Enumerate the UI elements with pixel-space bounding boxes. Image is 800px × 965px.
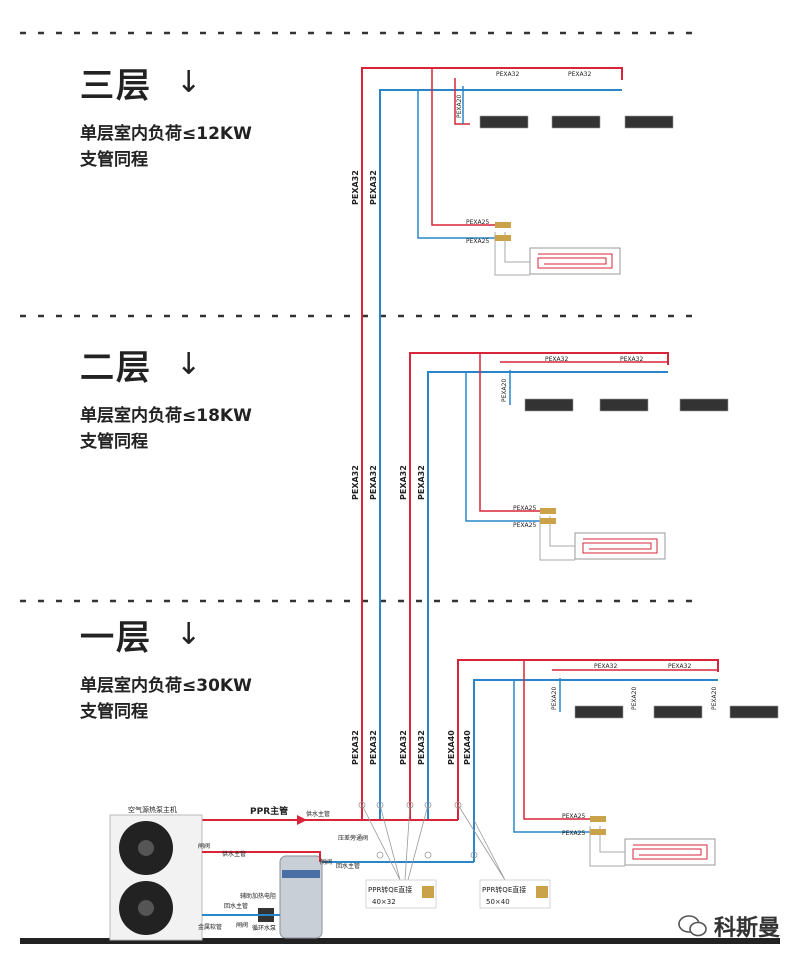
riser-label-pexa40: PEXA40 <box>463 730 472 765</box>
floor-2-note: 支管同程 <box>80 432 148 452</box>
valve2-label: 闸阀 <box>320 858 332 866</box>
supply-main-label: 供水主管 <box>306 810 330 818</box>
branch-label-pexa25: PEXA25 <box>562 813 585 820</box>
branch-2f-fcu-return <box>465 372 540 522</box>
branch-label-pexa25: PEXA25 <box>562 830 585 837</box>
floor-2-title: 二层 ↓ <box>80 340 252 389</box>
riser-label-pexa32: PEXA32 <box>351 730 360 765</box>
floor-1-info: 一层 ↓ 单层室内负荷≤30KW 支管同程 <box>80 610 252 725</box>
branch-label-pexa32: PEXA32 <box>668 663 691 670</box>
floor-1-note: 支管同程 <box>80 702 148 722</box>
branch-label-pexa20: PEXA20 <box>501 379 508 402</box>
riser-label-pexa32: PEXA32 <box>399 465 408 500</box>
metal-hose-label: 金属软管 <box>198 923 222 931</box>
ppr-main-label: PPR主管 <box>250 805 288 817</box>
heat-pump-label: 空气源热泵主机 <box>128 805 177 814</box>
ground-line <box>20 938 780 944</box>
branch-label-pexa25: PEXA25 <box>466 238 489 245</box>
floor-2-name: 二层 <box>80 348 152 388</box>
branch-label-pexa20: PEXA20 <box>551 687 558 710</box>
floor-1-title: 一层 ↓ <box>80 610 252 659</box>
floor-2-load: 单层室内负荷≤18KW <box>80 406 252 426</box>
riser-supply-2f <box>409 352 669 820</box>
manifolds <box>495 222 606 835</box>
watermark: 科斯曼 <box>678 910 780 942</box>
bypass-valve-label: 压差旁通阀 <box>338 834 368 842</box>
branch-label-pexa32: PEXA32 <box>594 663 617 670</box>
floor-3-load: 单层室内负荷≤12KW <box>80 124 252 144</box>
branch-label-pexa25: PEXA25 <box>513 505 536 512</box>
floor-heating-coils <box>529 247 716 866</box>
branch-3f-top <box>454 78 470 125</box>
branch-1f-fcu-supply <box>523 660 590 820</box>
floor-3-title: 三层 ↓ <box>80 58 252 107</box>
watermark-text: 科斯曼 <box>713 916 780 941</box>
branch-3f-fcu-supply <box>431 68 495 226</box>
connector-fitting-2 <box>536 886 548 898</box>
riser-supply-1f <box>457 659 719 820</box>
floor-3-note: 支管同程 <box>80 150 148 170</box>
connector-leaders <box>358 801 506 881</box>
riser-label-pexa40: PEXA40 <box>447 730 456 765</box>
riser-return-2f <box>427 371 668 820</box>
fan-coil-units <box>479 115 779 719</box>
tank-supply-line <box>202 851 321 862</box>
connector-fitting-1 <box>422 886 434 898</box>
riser-label-pexa32: PEXA32 <box>369 465 378 500</box>
riser-label-pexa32: PEXA32 <box>417 730 426 765</box>
branch-2f-fcu-supply <box>479 353 540 512</box>
floor-3-info: 三层 ↓ 单层室内负荷≤12KW 支管同程 <box>80 58 252 173</box>
down-arrow-icon: ↓ <box>176 347 204 382</box>
branch-label-pexa32: PEXA32 <box>545 356 568 363</box>
riser-label-pexa32: PEXA32 <box>351 170 360 205</box>
circ-pump-label: 循环水泵 <box>252 924 276 932</box>
down-arrow-icon: ↓ <box>176 617 204 652</box>
riser-label-pexa32: PEXA32 <box>399 730 408 765</box>
connector-2-label: PPR转QE直接 <box>482 885 526 894</box>
branch-label-pexa32: PEXA32 <box>568 71 591 78</box>
branch-3f-fcu-return <box>417 90 495 239</box>
manifold-connectors <box>494 232 625 867</box>
return-main-label: 回水主管 <box>336 862 360 870</box>
branch-label-pexa25: PEXA25 <box>513 522 536 529</box>
riser-label-pexa32: PEXA32 <box>369 170 378 205</box>
gate-valve-label-2: 闸阀 <box>236 921 248 929</box>
riser-return-3f <box>379 89 622 820</box>
down-arrow-icon: ↓ <box>176 65 204 100</box>
branch-label-pexa20: PEXA20 <box>631 687 638 710</box>
branch-label-pexa20: PEXA20 <box>711 687 718 710</box>
branch-label-pexa25: PEXA25 <box>466 219 489 226</box>
heat-pump-unit <box>109 814 203 941</box>
connector-1-size: 40×32 <box>372 898 396 906</box>
riser-label-pexa32: PEXA32 <box>369 730 378 765</box>
connector-2-size: 50×40 <box>486 898 510 906</box>
floor-1-load: 单层室内负荷≤30KW <box>80 676 252 696</box>
gate-valve-label: 闸阀 <box>198 842 210 850</box>
riser-return-1f <box>473 679 718 862</box>
floor-1-name: 一层 <box>80 618 152 658</box>
return-main2-label: 回水主管 <box>224 902 248 910</box>
riser-label-pexa32: PEXA32 <box>417 465 426 500</box>
branch-label-pexa32: PEXA32 <box>620 356 643 363</box>
riser-label-pexa32: PEXA32 <box>351 465 360 500</box>
floor-2-info: 二层 ↓ 单层室内负荷≤18KW 支管同程 <box>80 340 252 455</box>
branch-1f-fcu-return <box>513 680 590 833</box>
floor-3-name: 三层 <box>80 66 152 106</box>
connector-1-label: PPR转QE直接 <box>368 885 412 894</box>
riser-supply-3f <box>361 67 623 820</box>
branch-label-pexa32: PEXA32 <box>496 71 519 78</box>
supply-main2-label: 供水主管 <box>222 850 246 858</box>
wechat-icon <box>678 915 707 937</box>
buffer-tank <box>279 855 323 939</box>
branch-label-pexa20: PEXA20 <box>456 95 463 118</box>
aux-heater-label: 辅助加热电阻 <box>240 892 276 900</box>
